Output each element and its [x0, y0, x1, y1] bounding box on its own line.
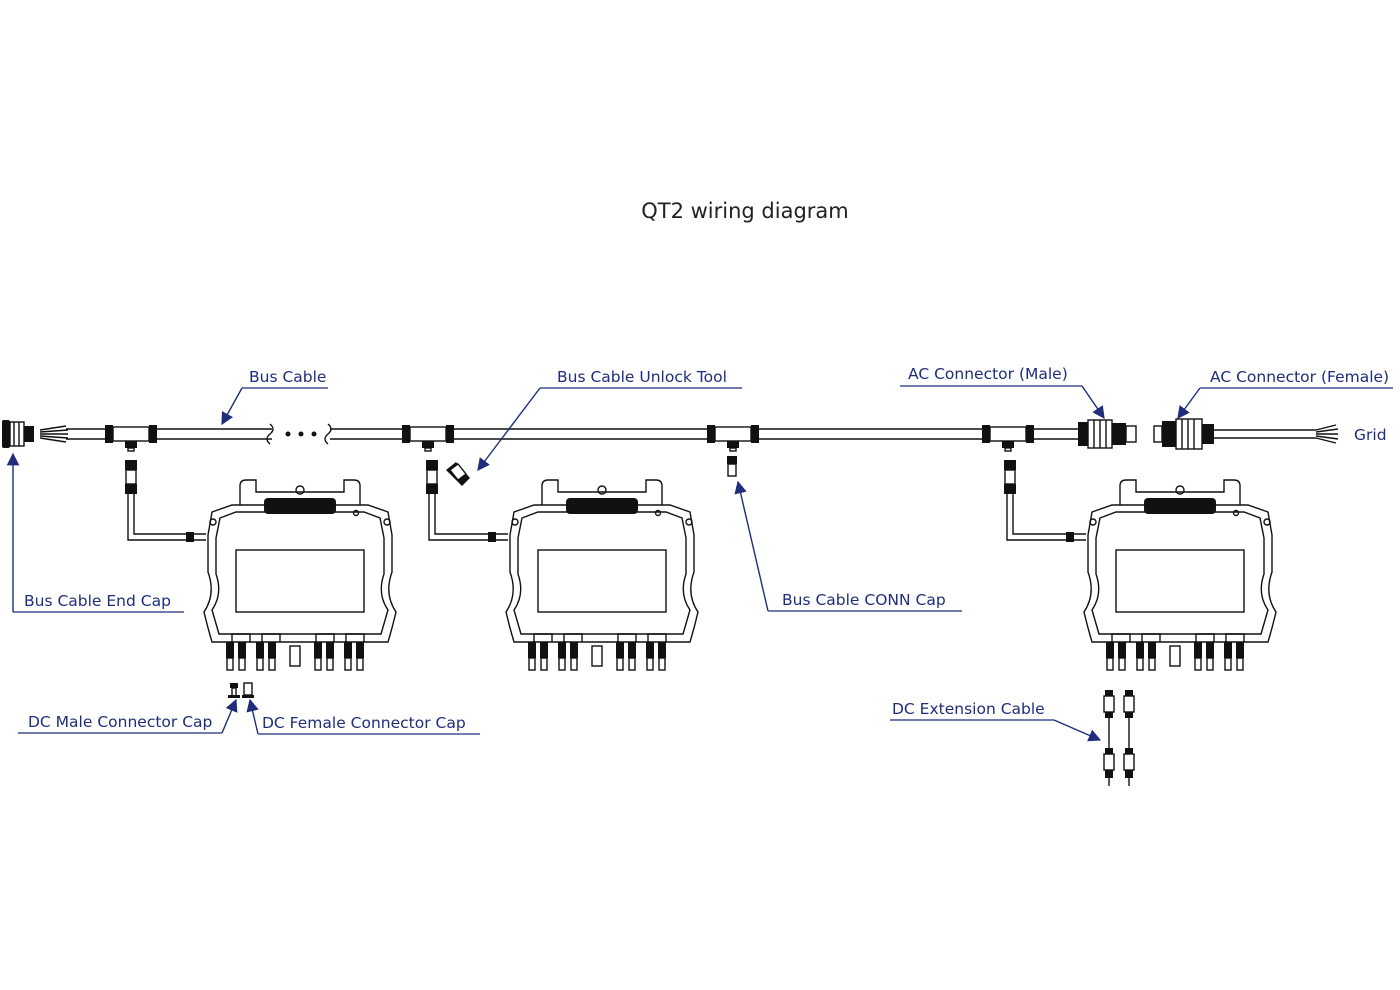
arrow-icon [221, 698, 238, 734]
dc-extension-cable-icon [1123, 689, 1135, 787]
unlock-tool-icon [446, 462, 470, 486]
label-dc-male-connector-cap: DC Male Connector Cap [28, 713, 212, 731]
label-dc-female-connector-cap: DC Female Connector Cap [262, 714, 466, 732]
microinverter-icon [1083, 479, 1277, 671]
t-connector-icon [981, 424, 1035, 452]
dc-cap-icon [228, 682, 254, 698]
bus-cable-line [39, 423, 1078, 445]
end-cap-icon [2, 420, 34, 448]
microinverter-icon [505, 479, 699, 671]
drop-cable [1003, 459, 1086, 542]
ac-connector-icon [1153, 418, 1339, 450]
label-bus-cable: Bus Cable [249, 368, 326, 386]
dc-extension-cable-icon [1103, 689, 1115, 787]
arrow-icon [221, 387, 243, 426]
diagram-title: QT2 wiring diagram [641, 199, 849, 223]
ac-connector-icon [1078, 419, 1137, 449]
t-connector-icon [401, 424, 455, 452]
label-dc-extension-cable: DC Extension Cable [892, 700, 1045, 718]
label-ac-connector-female: AC Connector (Female) [1210, 368, 1389, 386]
arrow-icon [1177, 387, 1201, 420]
conn-cap-icon [727, 456, 737, 477]
label-bus-cable-end-cap: Bus Cable End Cap [24, 592, 171, 610]
microinverter-icon [203, 479, 397, 671]
arrow-icon [734, 480, 769, 612]
label-ac-connector-male: AC Connector (Male) [908, 365, 1068, 383]
t-connector-icon [706, 424, 760, 452]
arrow-icon [246, 698, 259, 735]
arrow-icon [1081, 385, 1105, 420]
arrow-icon [477, 387, 541, 472]
label-bus-cable-unlock-tool: Bus Cable Unlock Tool [557, 368, 727, 386]
t-connector-icon [104, 424, 158, 452]
drop-cable [124, 459, 206, 542]
drop-cable [425, 459, 508, 542]
label-bus-cable-conn-cap: Bus Cable CONN Cap [782, 591, 946, 609]
arrow-icon [1053, 719, 1102, 742]
label-grid: Grid [1354, 426, 1387, 444]
